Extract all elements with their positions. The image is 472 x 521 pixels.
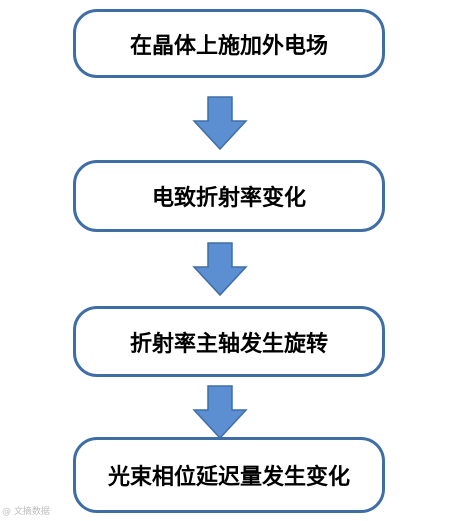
step-box-2: 电致折射率变化 xyxy=(73,160,385,232)
down-arrow-3 xyxy=(192,385,248,440)
down-arrow-2 xyxy=(192,242,248,297)
step-label-1: 在晶体上施加外电场 xyxy=(129,33,328,59)
step-box-4: 光束相位延迟量发生变化 xyxy=(73,437,385,513)
watermark-text: @ 文摘数据 xyxy=(2,507,50,517)
down-arrow-1-shape xyxy=(192,96,248,151)
step-label-3: 折射率主轴发生旋转 xyxy=(129,331,328,357)
down-arrow-1 xyxy=(192,96,248,151)
step-box-1: 在晶体上施加外电场 xyxy=(73,9,385,78)
step-label-4: 光束相位延迟量发生变化 xyxy=(107,465,350,490)
down-arrow-3-shape xyxy=(192,385,248,440)
step-box-3: 折射率主轴发生旋转 xyxy=(73,306,385,377)
step-label-2: 电致折射率变化 xyxy=(151,186,306,211)
down-arrow-2-shape xyxy=(192,242,248,297)
